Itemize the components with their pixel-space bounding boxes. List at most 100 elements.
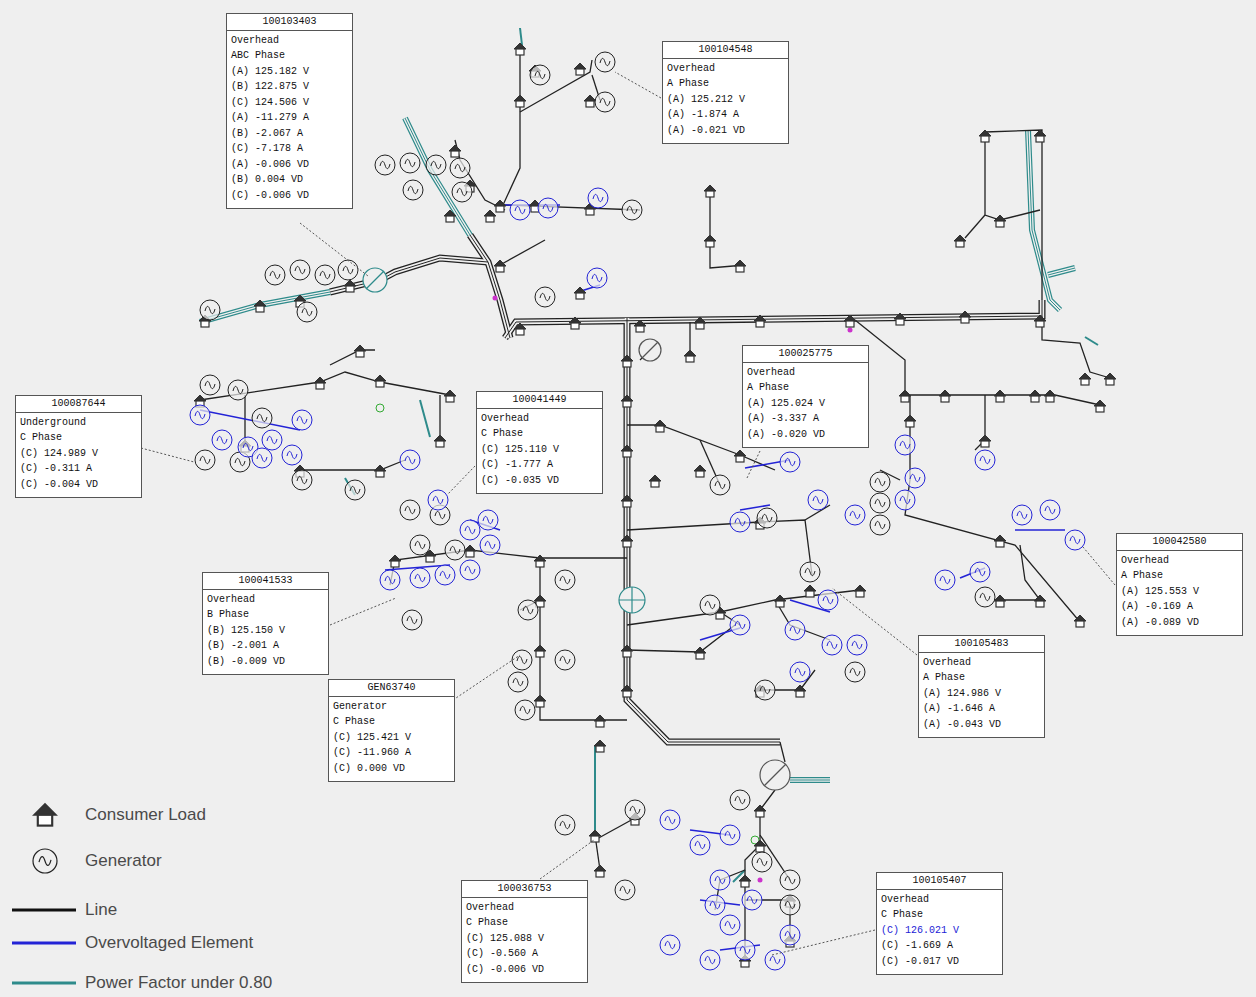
- branch-line: [1000, 545, 1040, 600]
- legend-label: Consumer Load: [85, 805, 206, 825]
- generator-icon: [780, 870, 800, 890]
- generator-icon: [780, 895, 800, 915]
- overvoltaged-generator-icon: [1040, 500, 1060, 520]
- measurement-line: (A) -11.279 A: [227, 110, 352, 126]
- measurement-line: (C) -11.960 A: [329, 745, 454, 761]
- consumer-load-icon: [621, 395, 633, 407]
- overvoltaged-generator-icon: [845, 505, 865, 525]
- measurement-line: (C) 0.000 VD: [329, 761, 454, 777]
- consumer-load-icon: [514, 43, 526, 55]
- overvoltaged-generator-icon: [510, 200, 530, 220]
- consumer-load-icon: [1034, 130, 1046, 142]
- generator-icon: [800, 562, 820, 582]
- overvoltaged-generator-icon: [262, 430, 282, 450]
- measurement-line: C Phase: [329, 714, 454, 730]
- consumer-load-icon: [694, 317, 706, 329]
- generator-icon: [445, 540, 465, 560]
- leader-line: [330, 598, 396, 625]
- consumer-load-icon: [634, 320, 646, 332]
- measurement-line: (A) 125.182 V: [227, 64, 352, 80]
- consumer-load-icon: [574, 287, 586, 299]
- consumer-load-icon: [939, 390, 951, 402]
- measurement-line: (C) -0.017 VD: [877, 954, 1002, 970]
- branch-line: [780, 742, 785, 762]
- generator-icon: [315, 265, 335, 285]
- consumer-load-icon: [534, 645, 546, 657]
- consumer-load-icon: [994, 535, 1006, 547]
- consumer-load-icon: [534, 555, 546, 567]
- low-power-factor-line: [1085, 337, 1098, 345]
- measurement-line: (B) 0.004 VD: [227, 172, 352, 188]
- generator-icon: [870, 515, 890, 535]
- overvoltaged-generator-icon: [730, 615, 750, 635]
- overvoltaged-line: [200, 410, 300, 430]
- generator-icon: [508, 672, 528, 692]
- generator-icon: [555, 570, 575, 590]
- consumer-load-icon: [534, 695, 546, 707]
- generator-icon: [200, 300, 220, 320]
- generator-icon: [375, 155, 395, 175]
- generator-icon: [402, 610, 422, 630]
- measurement-line: C Phase: [877, 907, 1002, 923]
- overvoltaged-generator-icon: [780, 452, 800, 472]
- measurement-line: (B) -0.009 VD: [203, 654, 328, 670]
- branch-line: [905, 395, 1080, 622]
- consumer-load-icon: [654, 420, 666, 432]
- generator-icon: [512, 650, 532, 670]
- generator-icon: [535, 287, 555, 307]
- measurement-line: (C) 125.421 V: [329, 730, 454, 746]
- overvoltaged-generator-icon: [690, 835, 710, 855]
- measurement-line: Overhead: [203, 592, 328, 608]
- legend-sample: [12, 909, 76, 912]
- consumer-load-icon: [621, 355, 633, 367]
- generator-icon: [195, 450, 215, 470]
- callout-box: 100041533OverheadB Phase(B) 125.150 V(B)…: [202, 572, 329, 675]
- legend-sample: [12, 982, 76, 985]
- measurement-line: (C) -0.006 VD: [227, 188, 352, 204]
- device-symbol: [639, 339, 661, 361]
- legend-sample: [33, 849, 57, 873]
- overvoltaged-generator-icon: [710, 870, 730, 890]
- consumer-load-icon: [374, 375, 386, 387]
- measurement-line: A Phase: [743, 380, 868, 396]
- consumer-load-icon: [344, 280, 356, 292]
- consumer-load-icon: [804, 585, 816, 597]
- legend-label: Power Factor under 0.80: [85, 973, 272, 993]
- element-id: 100041533: [203, 573, 328, 590]
- generator-icon: [595, 52, 615, 72]
- measurement-line: (C) -0.560 A: [462, 946, 587, 962]
- low-power-factor-line: [594, 745, 596, 835]
- overvoltaged-generator-icon: [895, 435, 915, 455]
- branch-line: [439, 395, 440, 440]
- generator-icon: [400, 500, 420, 520]
- branch-line: [300, 460, 405, 470]
- consumer-load-icon: [1029, 390, 1041, 402]
- element-id: 100042580: [1117, 534, 1242, 551]
- generator-icon: [403, 180, 423, 200]
- generator-icon: [200, 375, 220, 395]
- generator-icon: [452, 182, 472, 202]
- junction-dot: [203, 188, 853, 883]
- consumer-load-icon: [1104, 373, 1116, 385]
- consumer-load-icon: [594, 715, 606, 727]
- overvoltaged-generator-icon: [282, 445, 302, 465]
- measurement-line: (A) -1.874 A: [663, 107, 788, 123]
- consumer-load-icon: [444, 210, 456, 222]
- element-id: 100103403: [227, 14, 352, 31]
- consumer-load-icon: [594, 865, 606, 877]
- generator-icon: [870, 472, 890, 492]
- branch-line: [965, 215, 985, 238]
- measurement-line: B Phase: [203, 607, 328, 623]
- measurement-line: C Phase: [462, 915, 587, 931]
- consumer-load-icon: [254, 300, 266, 312]
- overvoltaged-generator-icon: [478, 510, 498, 530]
- branch-line: [710, 190, 745, 268]
- consumer-load-icon: [739, 875, 751, 887]
- overvoltaged-generator-icon: [735, 940, 755, 960]
- consumer-load-icon: [979, 130, 991, 142]
- overvoltaged-generator-icon: [790, 662, 810, 682]
- device-symbol: [642, 342, 658, 358]
- low-power-factor-line: [520, 28, 522, 45]
- generator-icon: [290, 260, 310, 280]
